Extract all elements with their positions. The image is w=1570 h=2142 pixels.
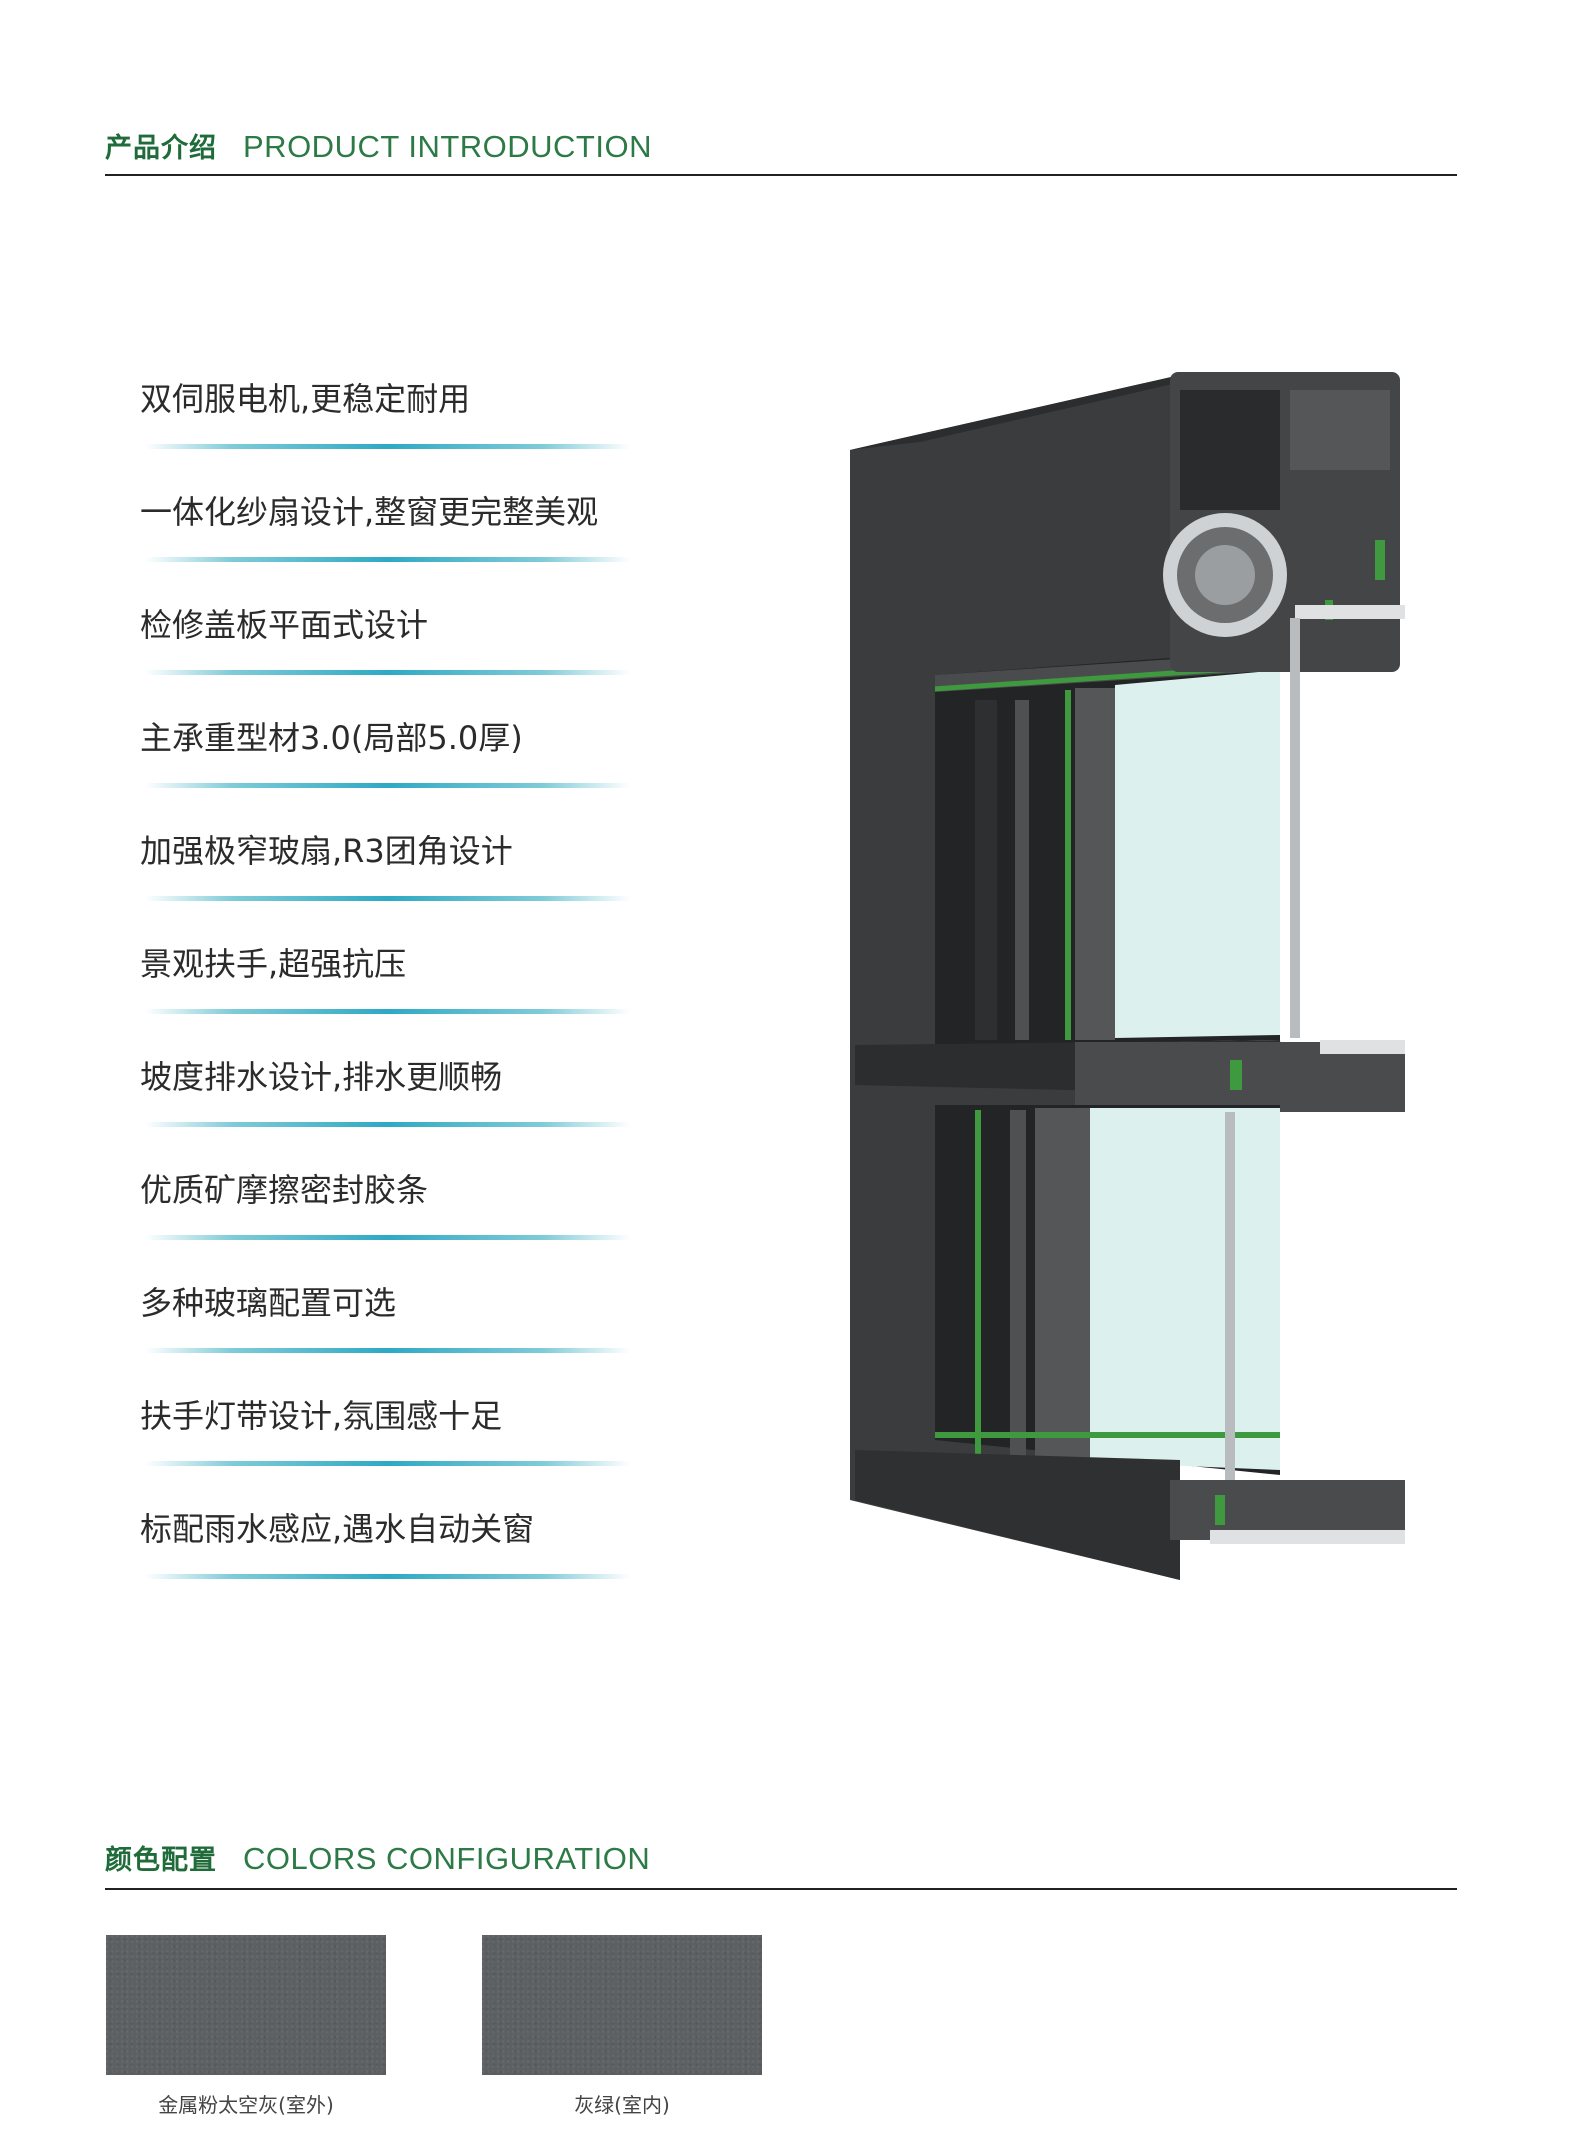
feature-item: 坡度排水设计,排水更顺畅: [140, 1038, 640, 1151]
feature-text: 扶手灯带设计,氛围感十足: [140, 1397, 503, 1435]
head-box-right: [1290, 390, 1390, 470]
lower-sash-stile: [1035, 1108, 1090, 1468]
section-title-cn: 颜色配置: [105, 1845, 217, 1876]
feature-item: 加强极窄玻扇,R3团角设计: [140, 812, 640, 925]
colors-configuration-header: 颜色配置 COLORS CONFIGURATION: [105, 1838, 1457, 1890]
feature-divider: [145, 1461, 630, 1466]
feature-text: 主承重型材3.0(局部5.0厚): [140, 719, 523, 757]
feature-text: 检修盖板平面式设计: [140, 606, 429, 644]
feature-text: 加强极窄玻扇,R3团角设计: [140, 832, 513, 870]
feature-list: 双伺服电机,更稳定耐用 一体化纱扇设计,整窗更完整美观 检修盖板平面式设计 主承…: [140, 360, 640, 1603]
feature-text: 标配雨水感应,遇水自动关窗: [140, 1510, 535, 1548]
feature-item: 主承重型材3.0(局部5.0厚): [140, 699, 640, 812]
head-seal-a: [1375, 540, 1385, 580]
feature-item: 双伺服电机,更稳定耐用: [140, 360, 640, 473]
feature-text: 优质矿摩擦密封胶条: [140, 1171, 429, 1209]
swatch-chip: [106, 1935, 386, 2075]
frame-top-edge: [850, 375, 1190, 450]
feature-divider: [145, 557, 630, 562]
swatch-chip: [482, 1935, 762, 2075]
motor-tube-core: [1195, 545, 1255, 605]
section-title-en: COLORS CONFIGURATION: [243, 1841, 651, 1876]
sill-seal: [935, 1432, 1280, 1438]
screen-rod-upper: [1290, 618, 1300, 1038]
upper-glass-pane: [1115, 670, 1280, 1038]
feature-item: 多种玻璃配置可选: [140, 1264, 640, 1377]
feature-divider: [145, 670, 630, 675]
lower-glass-pane: [1090, 1108, 1280, 1470]
feature-text: 坡度排水设计,排水更顺畅: [140, 1058, 503, 1096]
swatch-space-gray: 金属粉太空灰(室外): [106, 1935, 386, 2118]
feature-text: 多种玻璃配置可选: [140, 1284, 397, 1322]
feature-item: 景观扶手,超强抗压: [140, 925, 640, 1038]
head-cap: [1295, 605, 1405, 619]
feature-divider: [145, 1235, 630, 1240]
feature-item: 检修盖板平面式设计: [140, 586, 640, 699]
section-title-en: PRODUCT INTRODUCTION: [243, 129, 652, 164]
section-title-cn: 产品介绍: [105, 133, 217, 164]
sill-seal-detail: [1215, 1495, 1225, 1525]
sill-cap: [1210, 1530, 1405, 1544]
feature-divider: [145, 444, 630, 449]
feature-divider: [145, 896, 630, 901]
swatch-gray-green: 灰绿(室内): [482, 1935, 762, 2118]
upper-mullion-a: [975, 700, 997, 1040]
window-profile-illustration: [850, 372, 1405, 1580]
feature-divider: [145, 1009, 630, 1014]
upper-mullion-b: [1015, 700, 1029, 1040]
product-introduction-header: 产品介绍 PRODUCT INTRODUCTION: [105, 126, 1457, 176]
upper-sash-stile: [1075, 688, 1115, 1040]
feature-divider: [145, 1348, 630, 1353]
color-swatches: 金属粉太空灰(室外) 灰绿(室内): [106, 1935, 806, 2125]
sill-bar: [855, 1450, 1180, 1580]
screen-rod-lower: [1225, 1112, 1235, 1482]
feature-item: 扶手灯带设计,氛围感十足: [140, 1377, 640, 1490]
upper-seal-vertical: [1065, 690, 1071, 1040]
feature-item: 优质矿摩擦密封胶条: [140, 1151, 640, 1264]
feature-text: 双伺服电机,更稳定耐用: [140, 380, 471, 418]
swatch-label: 金属粉太空灰(室外): [158, 2093, 334, 2117]
feature-text: 景观扶手,超强抗压: [140, 945, 407, 983]
transom-cap: [1320, 1040, 1405, 1054]
feature-divider: [145, 1122, 630, 1127]
swatch-label: 灰绿(室内): [574, 2093, 670, 2117]
feature-divider: [145, 1574, 630, 1579]
lower-mullion: [1010, 1110, 1026, 1465]
feature-text: 一体化纱扇设计,整窗更完整美观: [140, 493, 599, 531]
head-box-inner: [1180, 390, 1280, 510]
feature-item: 一体化纱扇设计,整窗更完整美观: [140, 473, 640, 586]
lower-seal-vertical: [975, 1110, 981, 1460]
feature-item: 标配雨水感应,遇水自动关窗: [140, 1490, 640, 1603]
transom-seal: [1230, 1060, 1242, 1090]
feature-divider: [145, 783, 630, 788]
